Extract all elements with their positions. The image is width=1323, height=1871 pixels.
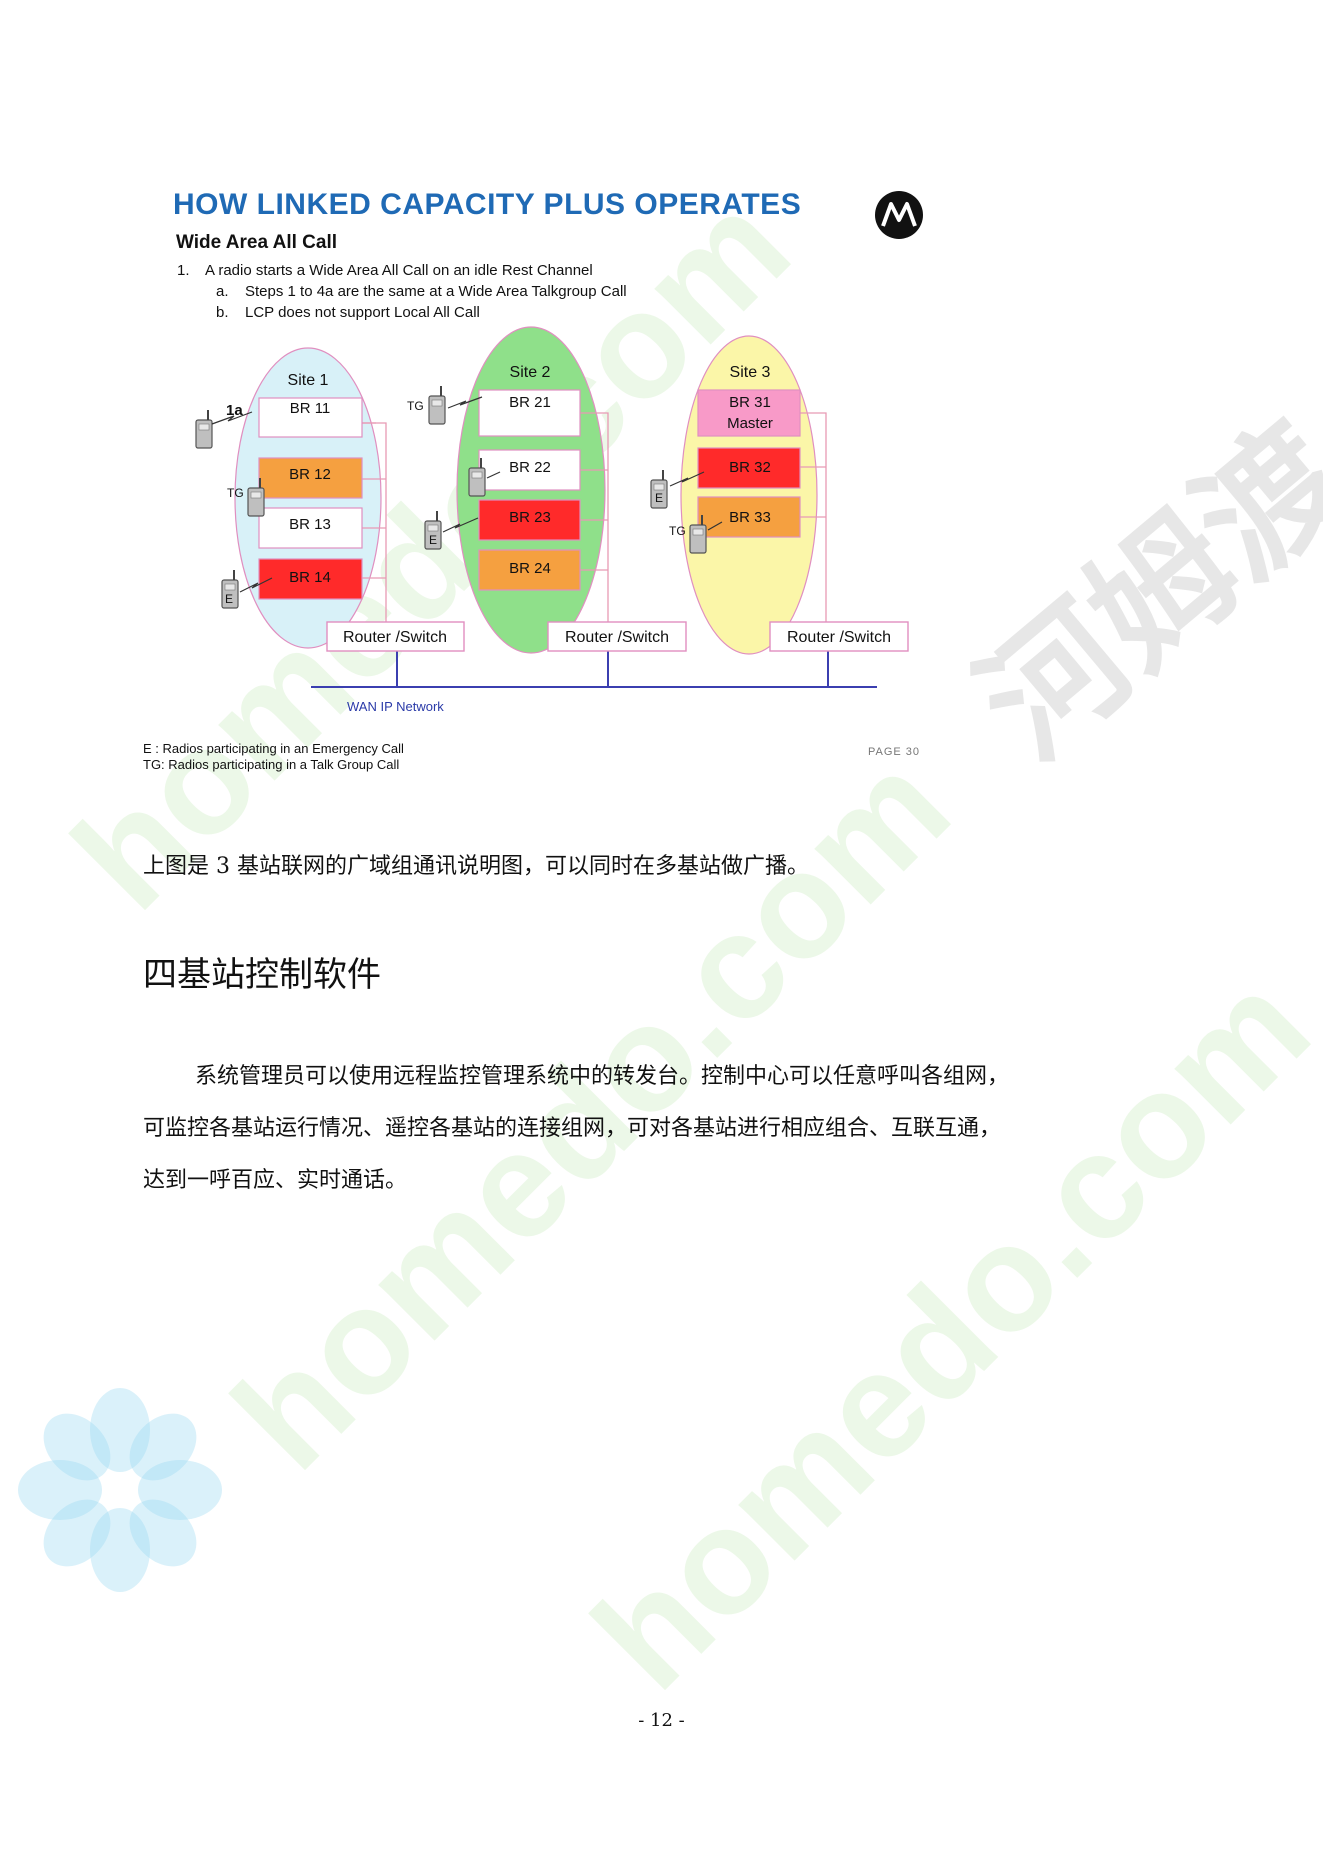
repeater-br-31 xyxy=(697,389,801,437)
signal-icon xyxy=(447,396,483,409)
wan-label: WAN IP Network xyxy=(347,699,444,714)
repeater-label: BR 33 xyxy=(729,509,771,526)
repeater-br-21 xyxy=(478,389,581,437)
repeater-label: BR 31 xyxy=(729,394,771,411)
radio-icon xyxy=(195,409,213,449)
e-label: E xyxy=(655,491,663,505)
legend-emergency: E : Radios participating in an Emergency… xyxy=(143,741,404,756)
motorola-logo-icon xyxy=(875,191,923,239)
router-switch-site-2 xyxy=(547,621,687,652)
router-label: Router /Switch xyxy=(787,629,891,646)
repeater-label: BR 13 xyxy=(289,516,331,533)
signal-icon xyxy=(239,577,273,593)
step-text: A radio starts a Wide Area All Call on a… xyxy=(205,262,593,279)
repeater-label: BR 23 xyxy=(509,509,551,526)
repeater-label: BR 11 xyxy=(290,400,331,417)
e-label: E xyxy=(429,533,437,547)
tg-label: TG xyxy=(227,486,244,500)
repeater-label: BR 12 xyxy=(289,466,331,483)
step-text: LCP does not support Local All Call xyxy=(245,304,480,321)
signal-icon xyxy=(707,521,723,531)
repeater-br-11 xyxy=(258,397,363,438)
repeater-label: BR 22 xyxy=(509,459,551,476)
radio-icon xyxy=(428,385,446,425)
site-3-area xyxy=(680,335,818,655)
repeater-br-22 xyxy=(478,449,581,491)
repeater-br-23 xyxy=(478,499,581,541)
site-3-label: Site 3 xyxy=(730,364,771,381)
repeater-br-12 xyxy=(258,457,363,499)
legend-talkgroup: TG: Radios participating in a Talk Group… xyxy=(143,757,400,772)
step-text: Steps 1 to 4a are the same at a Wide Are… xyxy=(245,283,627,300)
page-number: - 12 - xyxy=(638,1710,685,1731)
step-marker: b. xyxy=(216,304,229,321)
tg-label: TG xyxy=(669,524,686,538)
section-heading: 四基站控制软件 xyxy=(143,955,381,995)
slide-title: HOW LINKED CAPACITY PLUS OPERATES xyxy=(173,188,802,221)
step-marker: 1. xyxy=(177,262,190,279)
paragraph-line: 达到一呼百应、实时通话。 xyxy=(143,1168,408,1193)
watermark-flower-icon xyxy=(18,1388,222,1592)
step-marker: a. xyxy=(216,283,229,300)
repeater-label: BR 14 xyxy=(289,569,331,586)
wan-network-line xyxy=(311,651,877,688)
slide-page-label: PAGE 30 xyxy=(868,746,921,758)
site-2-label: Site 2 xyxy=(510,364,551,381)
figure-caption: 上图是 3 基站联网的广域组通讯说明图，可以同时在多基站做广播。 xyxy=(143,854,809,879)
repeater-master-label: Master xyxy=(727,415,773,432)
repeater-br-33 xyxy=(697,496,801,538)
e-label: E xyxy=(225,592,233,606)
signal-icon xyxy=(669,471,705,487)
signal-icon xyxy=(211,411,253,425)
router-switch-site-3 xyxy=(769,621,909,652)
repeater-label: BR 21 xyxy=(509,394,551,411)
repeater-br-24 xyxy=(478,549,581,591)
tg-label: TG xyxy=(407,399,424,413)
repeater-br-32 xyxy=(697,447,801,489)
paragraph-line: 系统管理员可以使用远程监控管理系统中的转发台。控制中心可以任意呼叫各组网， xyxy=(195,1064,1010,1089)
paragraph-line: 可监控各基站运行情况、遥控各基站的连接组网，可对各基站进行相应组合、互联互通， xyxy=(143,1116,1002,1141)
repeater-label: BR 24 xyxy=(509,560,551,577)
signal-icon xyxy=(442,517,479,533)
router-switch-site-1 xyxy=(326,621,465,652)
signal-icon xyxy=(486,471,501,479)
repeater-br-14 xyxy=(258,558,363,600)
router-label: Router /Switch xyxy=(343,629,447,646)
step-marker-1a: 1a xyxy=(226,402,243,419)
slide-subtitle: Wide Area All Call xyxy=(176,232,338,253)
router-label: Router /Switch xyxy=(565,629,669,646)
repeater-br-13 xyxy=(258,507,363,549)
site-1-label: Site 1 xyxy=(288,372,329,389)
network-diagram: Router /Switch Router /Switch Router /Sw… xyxy=(195,326,909,714)
repeater-label: BR 32 xyxy=(729,459,771,476)
